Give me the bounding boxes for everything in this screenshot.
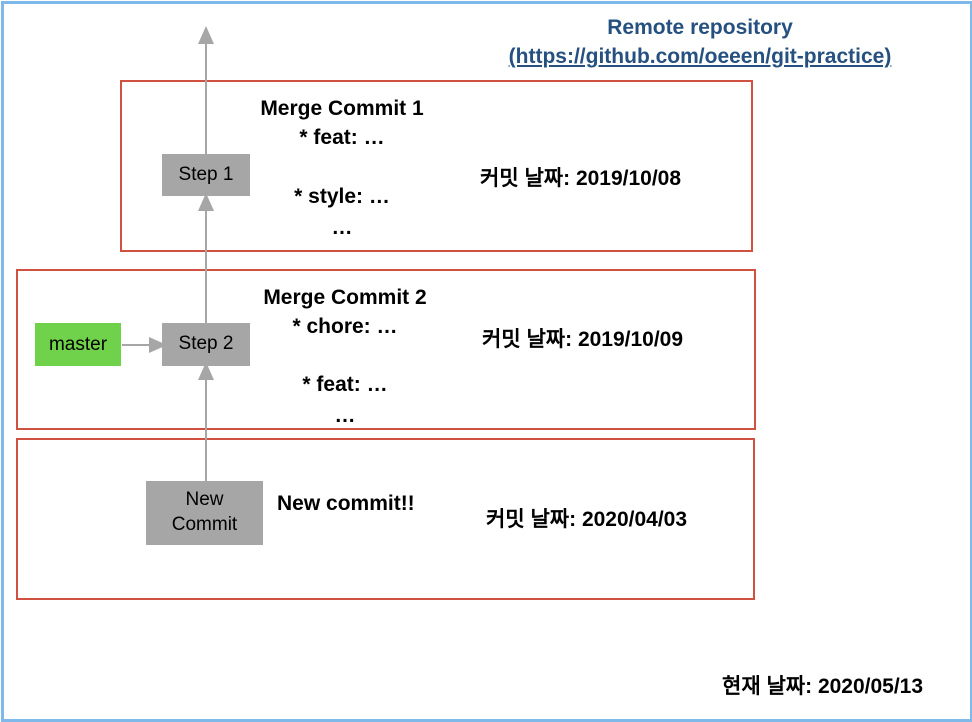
remote-repository-url[interactable]: (https://github.com/oeeen/git-practice) (508, 45, 892, 68)
commit-3-date: 커밋 날짜: 2020/04/03 (486, 508, 688, 531)
current-date: 현재 날짜: 2020/05/13 (722, 675, 924, 698)
new-commit-label-line1: New (185, 489, 224, 511)
remote-repository-title: Remote repository (607, 16, 793, 39)
commit-1-line-3: … (331, 216, 353, 239)
commit-box-merge-2 (16, 269, 756, 430)
commit-1-line-2: * style: … (294, 185, 390, 208)
commit-node-step-2[interactable]: Step 2 (162, 323, 250, 366)
commit-2-line-2: * feat: … (302, 373, 388, 396)
commit-node-step-1[interactable]: Step 1 (162, 154, 250, 196)
commit-box-new (16, 438, 755, 600)
commit-2-line-3: … (334, 404, 356, 427)
branch-label-master[interactable]: master (35, 323, 121, 366)
commit-3-title: New commit!! (277, 492, 415, 515)
commit-2-date: 커밋 날짜: 2019/10/09 (482, 328, 684, 351)
new-commit-label-line2: Commit (171, 514, 238, 535)
commit-1-line-1: * feat: … (299, 126, 385, 149)
commit-2-title: Merge Commit 2 (263, 286, 427, 309)
commit-2-line-1: * chore: … (292, 315, 398, 338)
commit-1-date: 커밋 날짜: 2019/10/08 (480, 167, 682, 190)
commit-node-new-commit[interactable]: New Commit (146, 481, 263, 545)
commit-1-title: Merge Commit 1 (260, 97, 424, 120)
